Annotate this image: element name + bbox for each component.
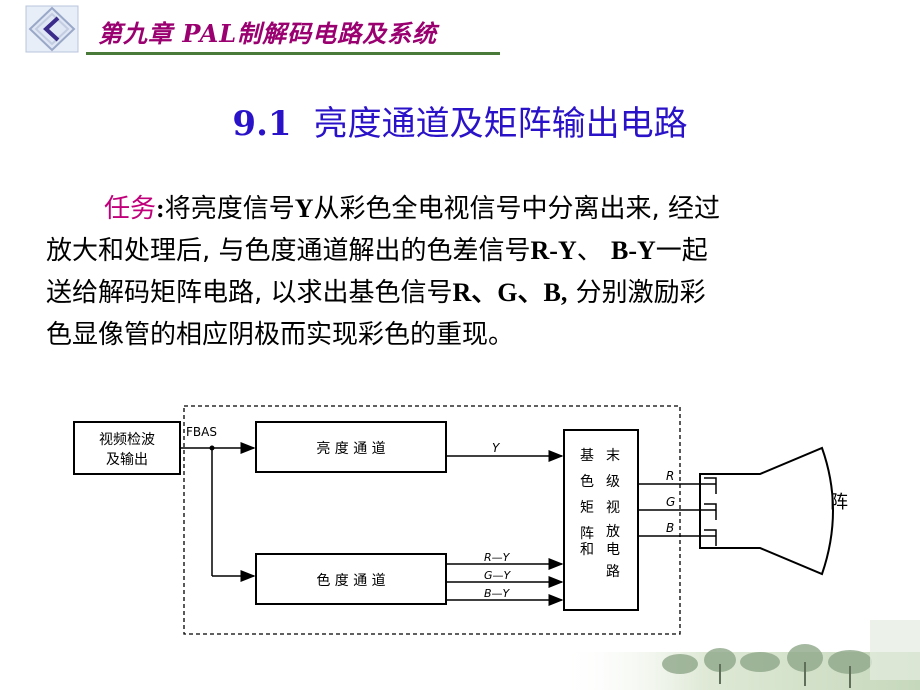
y-signal-label: Y — [492, 441, 501, 455]
luma-channel-box — [255, 421, 447, 473]
section-number: 9.1 — [232, 104, 292, 144]
crt-tube-icon — [699, 446, 834, 576]
chroma-channel-box — [255, 553, 447, 605]
fbas-label: FBAS — [186, 425, 217, 439]
paragraph-line-2: 放大和处理后, 与色度通道解出的色差信号R-Y、 B-Y一起 — [46, 236, 708, 266]
decoder-block-diagram: 视频检波 及输出 FBAS 亮 度 通 道 色 度 通 道 Y R—Y G—Y … — [73, 405, 848, 635]
luma-channel-label: 亮 度 通 道 — [316, 440, 385, 457]
video-detect-label-1: 视频检波 — [99, 432, 155, 448]
section-heading: 亮度通道及矩阵输出电路 — [313, 104, 688, 144]
gy-signal-label: G—Y — [484, 569, 512, 582]
decorative-trees — [560, 620, 920, 690]
section-title: 9.1 亮度通道及矩阵输出电路 — [0, 96, 920, 145]
task-paragraph: 任务:将亮度信号Y从彩色全电视信号中分离出来, 经过 放大和处理后, 与色度通道… — [46, 188, 846, 356]
svg-text:矩: 矩 — [580, 500, 594, 516]
g-output-label: G — [666, 495, 675, 509]
matrix-label-col1: 基 色 矩 阵 和 — [580, 447, 594, 558]
chapter-logo-icon — [25, 5, 79, 53]
header-divider — [86, 52, 500, 55]
task-label: 任务 — [104, 194, 157, 224]
svg-text:和: 和 — [580, 542, 594, 558]
matrix-label-col2: 末 级 视 放 电 路 — [606, 448, 620, 580]
paragraph-line-1: 任务:将亮度信号Y从彩色全电视信号中分离出来, 经过 — [104, 194, 721, 224]
svg-text:末: 末 — [606, 448, 620, 464]
svg-text:视: 视 — [606, 500, 620, 516]
svg-text:级: 级 — [606, 474, 620, 490]
svg-text:基: 基 — [580, 447, 594, 464]
by-signal-label: B—Y — [484, 587, 511, 600]
chapter-title: 第九章 PAL制解码电路及系统 — [98, 19, 438, 48]
b-output-label: B — [666, 521, 674, 535]
ry-signal-label: R—Y — [484, 551, 511, 564]
paragraph-line-3: 送给解码矩阵电路, 以求出基色信号R、G、B, 分别激励彩 — [46, 278, 706, 308]
crt-label: 阵 — [830, 492, 848, 513]
svg-text:阵: 阵 — [580, 526, 594, 542]
svg-text:电: 电 — [606, 542, 620, 558]
chroma-channel-label: 色 度 通 道 — [316, 572, 385, 589]
matrix-box — [563, 429, 639, 611]
r-output-label: R — [666, 469, 674, 483]
svg-text:路: 路 — [606, 564, 620, 580]
video-detect-label-2: 及输出 — [106, 452, 148, 468]
paragraph-line-4: 色显像管的相应阴极而实现彩色的重现。 — [46, 320, 515, 350]
svg-text:色: 色 — [580, 473, 594, 490]
svg-text:放: 放 — [606, 524, 620, 540]
decoder-frame — [183, 405, 681, 635]
